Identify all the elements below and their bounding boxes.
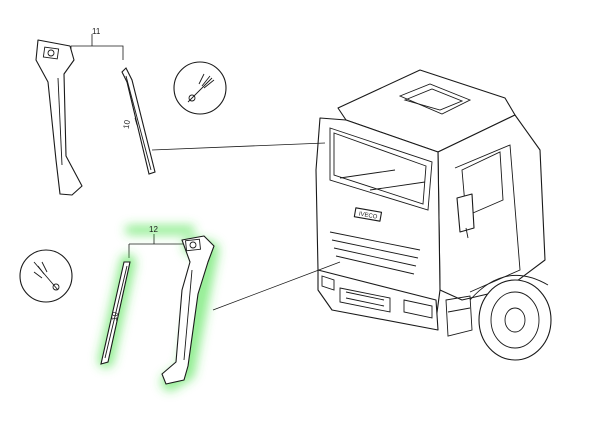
callout-lower-seal: 10 <box>110 311 121 322</box>
upper-seal-strip <box>121 67 156 175</box>
lower-pillar-trim <box>161 235 215 385</box>
callout-upper-assembly: 11 <box>92 27 101 36</box>
leader-lines <box>70 34 341 319</box>
brand-badge: IVECO <box>358 211 378 220</box>
truck-cab: IVECO <box>315 69 552 361</box>
callout-upper-seal: 10 <box>122 119 133 130</box>
lower-seal-strip <box>100 261 131 365</box>
clip-fastener-icon <box>19 249 73 303</box>
callout-lower-assembly: 12 <box>149 225 158 234</box>
clip-fastener-icon <box>173 61 227 115</box>
upper-pillar-trim <box>35 39 83 196</box>
